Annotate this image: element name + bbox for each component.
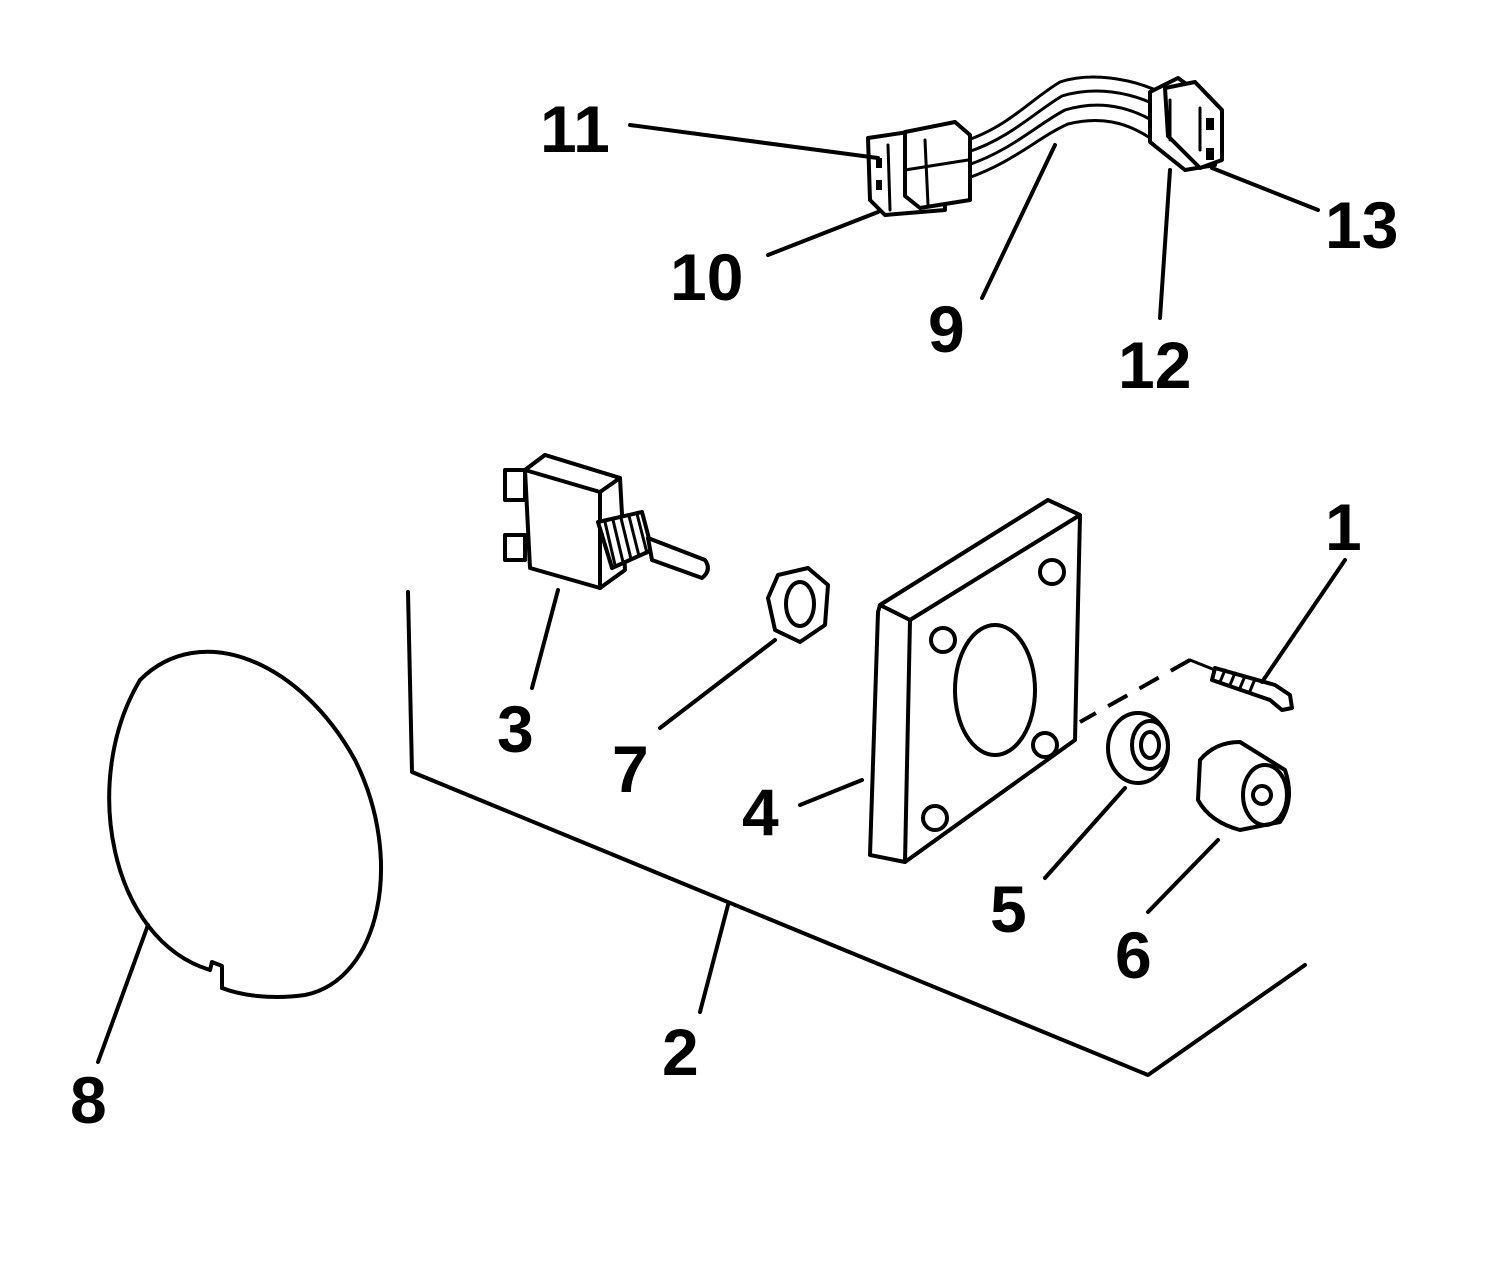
callout-8: 8 bbox=[70, 1063, 107, 1137]
callout-3: 3 bbox=[497, 692, 534, 766]
hex-nut bbox=[658, 566, 830, 730]
leader-4 bbox=[798, 778, 864, 807]
leader-2 bbox=[698, 903, 730, 1014]
screw bbox=[1210, 558, 1347, 712]
alignment-dashed-line bbox=[1079, 658, 1191, 724]
leader-5 bbox=[1043, 786, 1127, 880]
wire-harness-assembly bbox=[628, 75, 1320, 320]
leader-8 bbox=[96, 923, 150, 1064]
leader-13 bbox=[1210, 166, 1320, 212]
callout-1: 1 bbox=[1325, 490, 1362, 564]
leader-12 bbox=[1158, 168, 1172, 320]
mounting-plate bbox=[798, 498, 1082, 864]
toggle-switch bbox=[503, 453, 710, 690]
callout-12: 12 bbox=[1118, 328, 1191, 402]
callout-2: 2 bbox=[662, 1015, 699, 1089]
leader-10 bbox=[766, 210, 880, 257]
callout-5: 5 bbox=[990, 872, 1027, 946]
leader-7 bbox=[658, 638, 777, 730]
right-connector bbox=[1148, 76, 1224, 172]
callout-6: 6 bbox=[1115, 918, 1152, 992]
leader-3 bbox=[530, 588, 560, 690]
callout-13: 13 bbox=[1325, 188, 1398, 262]
leader-9 bbox=[980, 143, 1057, 300]
leader-11 bbox=[628, 123, 880, 160]
callout-9: 9 bbox=[928, 292, 965, 366]
leader-6 bbox=[1146, 838, 1220, 914]
knob bbox=[1146, 740, 1291, 914]
bushing bbox=[1043, 711, 1170, 880]
wire-4 bbox=[966, 118, 1152, 180]
wire-2 bbox=[966, 89, 1160, 154]
panel-bracket bbox=[406, 590, 1307, 1077]
wire-1 bbox=[966, 75, 1162, 142]
callout-7: 7 bbox=[612, 732, 649, 806]
callout-10: 10 bbox=[670, 240, 743, 314]
callout-11: 11 bbox=[540, 92, 610, 166]
callout-4: 4 bbox=[742, 775, 779, 849]
leader-1 bbox=[1260, 558, 1347, 684]
left-connector bbox=[866, 120, 972, 217]
gasket bbox=[96, 649, 383, 1064]
wire-3 bbox=[966, 103, 1157, 167]
